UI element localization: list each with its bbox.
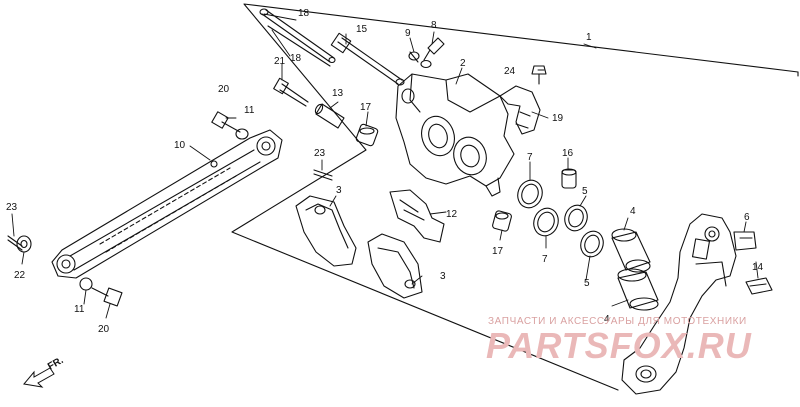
pad-spring [499, 85, 541, 135]
label-23-mid: 23 [314, 148, 326, 159]
label-17-lower: 17 [492, 246, 504, 257]
label-21: 21 [274, 56, 286, 67]
caliper-bracket [621, 213, 737, 395]
watermark-caption: ЗАПЧАСТИ И АКСЕССУАРЫ ДЛЯ МОТОТЕХНИКИ [488, 316, 747, 327]
label-3-inner-pad: 3 [440, 271, 446, 282]
caliper-pin-bolt [330, 32, 405, 86]
bleeder-valve [420, 37, 445, 69]
pin-boot-upper [355, 123, 379, 147]
pad-retainer [389, 189, 445, 243]
pin-sleeve [314, 103, 345, 129]
watermark: ЗАПЧАСТИ И АКСЕССУАРЫ ДЛЯ МОТОТЕХНИКИ PA… [486, 316, 752, 366]
boot-16 [561, 168, 577, 189]
label-15: 15 [356, 24, 368, 35]
front-label: FR. [46, 355, 66, 373]
bolt-21 [273, 77, 309, 107]
label-1: 1 [586, 32, 592, 43]
label-11-upper: 11 [244, 105, 255, 116]
label-19: 19 [552, 113, 564, 124]
piston-seal-lower [580, 230, 604, 258]
label-23-left: 23 [6, 202, 18, 213]
label-20-upper: 20 [218, 84, 230, 95]
rod-bolt-upper [211, 111, 249, 140]
label-3-outer-pad: 3 [336, 185, 342, 196]
label-13: 13 [332, 88, 344, 99]
label-5-lower: 5 [584, 278, 590, 289]
brake-pad-inner [367, 233, 423, 299]
label-10: 10 [174, 140, 186, 151]
label-18-lower: 18 [290, 53, 302, 64]
label-22: 22 [14, 270, 26, 281]
label-9: 9 [405, 28, 411, 39]
cotter-pin-mid [313, 169, 333, 181]
piston-upper [611, 228, 651, 273]
label-11-lower: 11 [74, 304, 85, 315]
label-17-upper: 17 [360, 102, 372, 113]
label-4-upper: 4 [630, 206, 636, 217]
piston-lower [617, 268, 659, 311]
label-2: 2 [460, 58, 466, 69]
pin-long-2 [267, 25, 331, 67]
bleeder-cap [408, 51, 420, 63]
dust-seal-lower [533, 207, 559, 237]
assembly-outline [231, 3, 799, 391]
watermark-brand: PARTSFOX.RU [486, 325, 752, 366]
pin-long [259, 8, 336, 64]
front-direction-arrow: FR. [23, 355, 66, 388]
caliper-body [395, 73, 515, 197]
label-8: 8 [431, 20, 437, 31]
label-7-upper: 7 [527, 152, 533, 163]
piston-seal-upper [564, 204, 588, 232]
pad-clip-14 [745, 277, 773, 295]
brake-pad-outer [295, 195, 357, 267]
small-bolt [531, 65, 547, 85]
torque-rod [51, 129, 283, 279]
label-24: 24 [504, 66, 516, 77]
callout-labels: 1 2 3 3 4 4 5 5 6 7 7 8 9 10 11 11 12 13… [6, 8, 764, 335]
label-7-lower: 7 [542, 254, 548, 265]
cotter-pin-left [7, 235, 23, 251]
pin-boot-lower [492, 210, 512, 232]
label-12: 12 [446, 209, 458, 220]
rod-bolt-lower [79, 277, 123, 307]
label-4-lower: 4 [604, 314, 610, 325]
dust-seal-upper [517, 179, 543, 209]
label-14: 14 [752, 262, 764, 273]
pin-clip-6 [733, 231, 757, 251]
label-6: 6 [744, 212, 750, 223]
label-16: 16 [562, 148, 574, 159]
label-18-upper: 18 [298, 8, 310, 19]
label-20-lower: 20 [98, 324, 110, 335]
leader-lines [11, 13, 759, 319]
label-5-upper: 5 [582, 186, 588, 197]
